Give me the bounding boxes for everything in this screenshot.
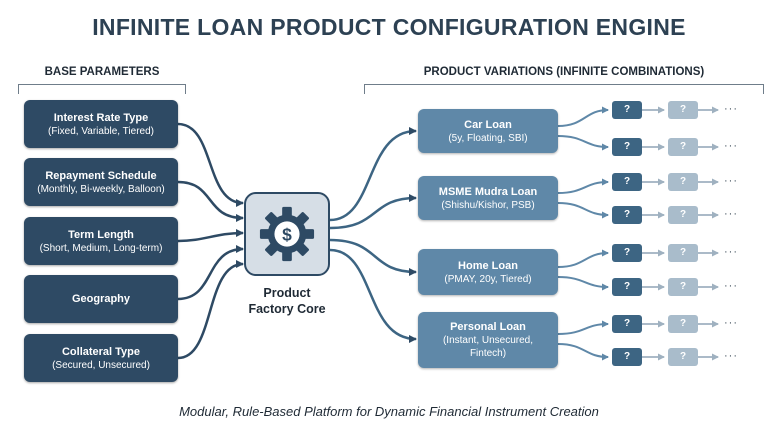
combination-placeholder: ?	[612, 244, 642, 262]
product-subtitle: (Instant, Unsecured, Fintech)	[442, 335, 534, 359]
page-title: INFINITE LOAN PRODUCT CONFIGURATION ENGI…	[92, 14, 686, 40]
combination-placeholder: ?	[668, 278, 698, 296]
footer-caption: Modular, Rule-Based Platform for Dynamic…	[179, 404, 599, 419]
core-connector	[329, 194, 417, 230]
param-connector	[177, 245, 244, 301]
svg-text:$: $	[282, 224, 292, 244]
product-factory-core: $	[244, 192, 330, 276]
param-connector	[177, 180, 244, 222]
combination-placeholder: ?	[612, 138, 642, 156]
product-msme-mudra-loan: MSME Mudra Loan (Shishu/Kishor, PSB)	[418, 176, 558, 220]
more-ellipsis: ···	[724, 350, 738, 362]
core-label-line2: Factory Core	[248, 302, 326, 316]
combination-placeholder: ?	[612, 173, 642, 191]
param-collateral-type: Collateral Type (Secured, Unsecured)	[24, 334, 178, 382]
combination-placeholder: ?	[668, 206, 698, 224]
base-parameters-bracket	[18, 84, 186, 94]
more-ellipsis: ···	[724, 103, 738, 115]
combination-placeholder: ?	[612, 315, 642, 333]
more-ellipsis: ···	[724, 280, 738, 292]
product-personal-loan: Personal Loan (Instant, Unsecured, Finte…	[418, 312, 558, 368]
gear-dollar-icon: $	[259, 206, 315, 262]
more-ellipsis: ···	[724, 175, 738, 187]
combination-placeholder: ?	[668, 173, 698, 191]
combination-placeholder: ?	[668, 315, 698, 333]
param-connector	[177, 122, 244, 207]
combination-placeholder: ?	[612, 101, 642, 119]
combination-placeholder: ?	[668, 101, 698, 119]
param-connector	[177, 260, 244, 360]
combination-placeholder: ?	[612, 278, 642, 296]
param-connector	[177, 229, 244, 243]
param-geography: Geography	[24, 275, 178, 323]
more-ellipsis: ···	[724, 208, 738, 220]
combination-placeholder: ?	[668, 348, 698, 366]
combination-placeholder: ?	[668, 138, 698, 156]
product-variations-bracket	[364, 84, 764, 94]
more-ellipsis: ···	[724, 246, 738, 258]
param-title: Geography	[71, 293, 131, 305]
core-connector	[329, 127, 417, 222]
product-variations-heading: PRODUCT VARIATIONS (INFINITE COMBINATION…	[423, 66, 705, 78]
product-title: Home Loan	[458, 259, 518, 272]
product-title: Car Loan	[464, 118, 512, 131]
param-title: Collateral Type	[61, 345, 141, 358]
combination-placeholder: ?	[612, 206, 642, 224]
product-title: MSME Mudra Loan	[438, 185, 538, 198]
combination-placeholder: ?	[668, 244, 698, 262]
param-interest-rate-type: Interest Rate Type (Fixed, Variable, Tie…	[24, 100, 178, 148]
more-ellipsis: ···	[724, 140, 738, 152]
product-title: Personal Loan	[450, 321, 526, 333]
more-ellipsis: ···	[724, 317, 738, 329]
combination-placeholder: ?	[612, 348, 642, 366]
product-subtitle: (PMAY, 20y, Tiered)	[444, 273, 532, 285]
product-home-loan: Home Loan (PMAY, 20y, Tiered)	[418, 249, 558, 295]
core-label: Product Factory Core	[232, 285, 342, 317]
base-parameters-heading: BASE PARAMETERS	[44, 66, 160, 78]
param-subtitle: (Secured, Unsecured)	[52, 359, 150, 371]
product-subtitle: (5y, Floating, SBI)	[448, 132, 528, 144]
param-title: Repayment Schedule	[45, 169, 157, 182]
product-car-loan: Car Loan (5y, Floating, SBI)	[418, 109, 558, 153]
product-subtitle: (Shishu/Kishor, PSB)	[441, 199, 535, 211]
param-subtitle: (Fixed, Variable, Tiered)	[48, 125, 154, 137]
param-term-length: Term Length (Short, Medium, Long-term)	[24, 217, 178, 265]
core-connector	[329, 238, 417, 276]
param-subtitle: (Short, Medium, Long-term)	[39, 242, 163, 254]
param-subtitle: (Monthly, Bi-weekly, Balloon)	[37, 183, 165, 195]
param-title: Term Length	[68, 228, 134, 241]
param-repayment-schedule: Repayment Schedule (Monthly, Bi-weekly, …	[24, 158, 178, 206]
core-label-line1: Product	[263, 286, 311, 300]
core-connector	[329, 248, 417, 343]
param-title: Interest Rate Type	[53, 111, 149, 124]
